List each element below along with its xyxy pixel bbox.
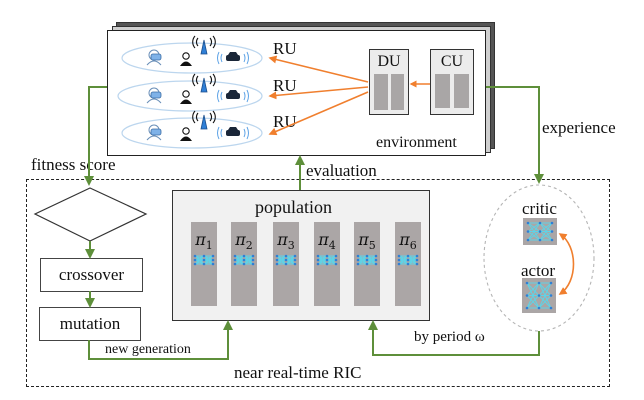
vr-user-icon bbox=[146, 124, 162, 141]
cu-box: CU bbox=[430, 49, 474, 115]
policy-network-icon bbox=[397, 254, 419, 266]
du-slot-left bbox=[374, 74, 388, 110]
du-label: DU bbox=[377, 53, 401, 70]
policy-network-icon bbox=[193, 254, 215, 266]
critic-actor-exchange-arrow bbox=[558, 233, 575, 295]
connected-car-icon bbox=[217, 89, 249, 103]
du-to-ru-3-arrow bbox=[268, 91, 369, 136]
cu-label: CU bbox=[440, 53, 464, 70]
mutation-box: mutation bbox=[39, 307, 141, 341]
policy-label-6: π6 bbox=[399, 230, 417, 253]
selection-diamond bbox=[33, 187, 148, 242]
ru-label-2: RU bbox=[273, 76, 297, 95]
actor-label: actor bbox=[521, 261, 555, 280]
experience-arrow bbox=[486, 86, 544, 184]
policy-label-4: π4 bbox=[318, 230, 336, 253]
cell-3 bbox=[146, 110, 249, 141]
person-icon bbox=[180, 52, 192, 66]
connected-car-icon bbox=[217, 126, 249, 140]
policy-label-1: π1 bbox=[195, 230, 213, 253]
fitness-score-label: fitness score bbox=[31, 155, 116, 174]
policy-network-icon bbox=[356, 254, 378, 266]
population-label: population bbox=[255, 197, 332, 217]
crossover-label: crossover bbox=[58, 265, 125, 284]
ric-label: near real-time RIC bbox=[232, 363, 364, 382]
du-to-ru-2-arrow bbox=[268, 86, 369, 100]
cu-slot-left bbox=[435, 74, 450, 108]
antenna-tower-icon bbox=[192, 110, 216, 130]
by-period-arrow bbox=[368, 320, 540, 356]
cell-1 bbox=[146, 35, 249, 66]
vr-user-icon bbox=[146, 87, 162, 104]
rl-agent-ellipse bbox=[483, 184, 595, 332]
cell-ellipse-1 bbox=[121, 42, 263, 74]
du-slot-right bbox=[391, 74, 404, 110]
new-generation-label: new generation bbox=[105, 342, 191, 357]
critic-network-graph-icon bbox=[526, 221, 554, 242]
vr-user-icon bbox=[146, 49, 162, 66]
policy-bar-1: π1 bbox=[191, 222, 217, 306]
policy-network-icon bbox=[233, 254, 255, 266]
cell-ellipse-3 bbox=[121, 117, 263, 149]
policy-label-3: π3 bbox=[277, 230, 295, 253]
policy-bar-5: π5 bbox=[354, 222, 380, 306]
du-box: DU bbox=[369, 49, 409, 115]
critic-network bbox=[523, 218, 557, 245]
policy-label-2: π2 bbox=[235, 230, 253, 253]
experience-label: experience bbox=[542, 118, 616, 137]
critic-label: critic bbox=[522, 199, 557, 218]
cell-2 bbox=[146, 73, 249, 104]
policy-network-icon bbox=[316, 254, 338, 266]
policy-bar-3: π3 bbox=[273, 222, 299, 306]
antenna-tower-icon bbox=[192, 35, 216, 55]
actor-network-graph-icon bbox=[525, 281, 553, 310]
policy-network-icon bbox=[275, 254, 297, 266]
connected-car-icon bbox=[217, 51, 249, 65]
cu-slot-right bbox=[454, 74, 469, 108]
du-to-ru-1-arrow bbox=[268, 55, 369, 83]
policy-bar-6: π6 bbox=[395, 222, 421, 306]
population-panel: population π1 π2 π3 π4 π5 π6 bbox=[172, 190, 430, 321]
environment-label: environment bbox=[376, 134, 457, 151]
ru-label-1: RU bbox=[273, 39, 297, 58]
near-rt-ric-container bbox=[26, 179, 610, 387]
new-generation-arrow bbox=[88, 320, 233, 360]
person-icon bbox=[180, 90, 192, 104]
by-period-label: by period ω bbox=[414, 329, 485, 345]
actor-network bbox=[522, 278, 556, 313]
evaluation-label: evaluation bbox=[306, 161, 377, 180]
policy-bar-4: π4 bbox=[314, 222, 340, 306]
fitness-score-arrow bbox=[84, 86, 107, 186]
person-icon bbox=[180, 127, 192, 141]
cell-ellipse-2 bbox=[117, 80, 263, 112]
policy-label-5: π5 bbox=[358, 230, 376, 253]
mutation-label: mutation bbox=[59, 314, 121, 333]
policy-bar-2: π2 bbox=[231, 222, 257, 306]
antenna-tower-icon bbox=[192, 73, 216, 93]
